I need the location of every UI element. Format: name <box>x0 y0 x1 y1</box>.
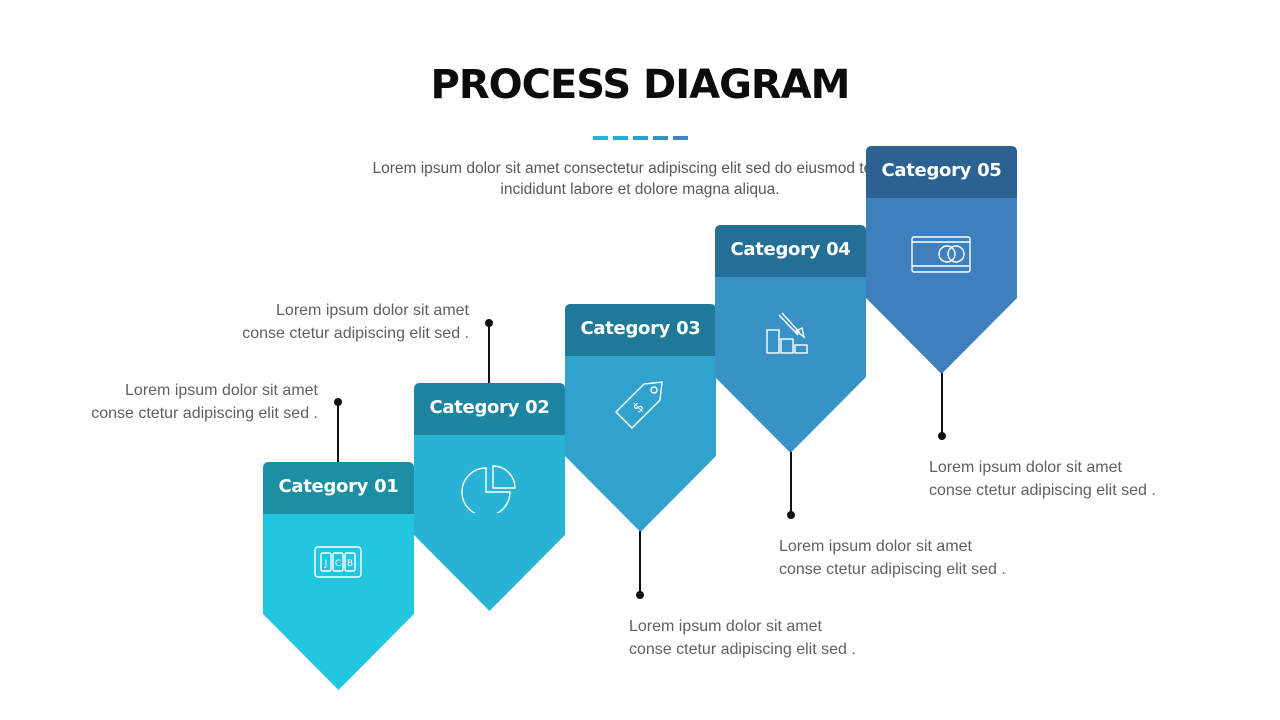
svg-text:C: C <box>335 559 341 569</box>
step-3-desc-line-1: Lorem ipsum dolor sit amet <box>629 618 822 635</box>
connector-dot-4 <box>787 511 795 519</box>
step-2-description: Lorem ipsum dolor sit amet conse ctetur … <box>199 299 469 345</box>
connector-line-3 <box>639 531 641 595</box>
process-step-1: Category 01 J C B <box>263 462 414 690</box>
step-3-label: Category 03 <box>580 318 701 339</box>
step-3-shape <box>565 304 716 532</box>
connector-line-1 <box>337 402 339 462</box>
step-1-description: Lorem ipsum dolor sit amet conse ctetur … <box>48 379 318 425</box>
subtitle-line-2: incididunt labore et dolore magna aliqua… <box>500 181 780 198</box>
connector-line-4 <box>790 452 792 515</box>
pie-chart-icon <box>461 465 516 513</box>
step-3-description: Lorem ipsum dolor sit amet conse ctetur … <box>629 615 856 661</box>
step-2-desc-line-2: conse ctetur adipiscing elit sed . <box>242 325 469 342</box>
process-step-5: Category 05 <box>866 146 1017 374</box>
process-step-4: Category 04 <box>715 225 866 453</box>
step-5-desc-line-1: Lorem ipsum dolor sit amet <box>929 459 1122 476</box>
subtitle: Lorem ipsum dolor sit amet consectetur a… <box>340 158 940 200</box>
step-5-desc-line-2: conse ctetur adipiscing elit sed . <box>929 482 1156 499</box>
step-1-shape <box>263 462 414 690</box>
title-accent-divider <box>593 136 688 140</box>
step-4-description: Lorem ipsum dolor sit amet conse ctetur … <box>779 535 1006 581</box>
svg-text:J: J <box>324 559 328 569</box>
connector-line-2 <box>488 323 490 383</box>
accent-dash <box>613 136 628 140</box>
svg-text:B: B <box>347 559 353 569</box>
process-step-3: Category 03 $ <box>565 304 716 532</box>
step-2-desc-line-1: Lorem ipsum dolor sit amet <box>276 302 469 319</box>
step-4-shape <box>715 225 866 453</box>
step-5-shape <box>866 146 1017 374</box>
page-title: PROCESS DIAGRAM <box>430 62 851 108</box>
connector-dot-5 <box>938 432 946 440</box>
jcb-card-icon: J C B <box>314 546 362 578</box>
step-2-label: Category 02 <box>429 397 550 418</box>
price-tag-icon: $ <box>615 381 663 429</box>
step-3-desc-line-2: conse ctetur adipiscing elit sed . <box>629 641 856 658</box>
connector-dot-1 <box>334 398 342 406</box>
accent-dash <box>653 136 668 140</box>
step-1-desc-line-2: conse ctetur adipiscing elit sed . <box>91 405 318 422</box>
accent-dash <box>633 136 648 140</box>
step-5-description: Lorem ipsum dolor sit amet conse ctetur … <box>929 456 1156 502</box>
step-4-desc-line-2: conse ctetur adipiscing elit sed . <box>779 561 1006 578</box>
process-step-2: Category 02 <box>414 383 565 611</box>
connector-dot-2 <box>485 319 493 327</box>
step-4-desc-line-1: Lorem ipsum dolor sit amet <box>779 538 972 555</box>
step-1-label: Category 01 <box>278 476 399 497</box>
step-4-label: Category 04 <box>730 239 851 260</box>
accent-dash <box>593 136 608 140</box>
connector-dot-3 <box>636 591 644 599</box>
step-1-desc-line-1: Lorem ipsum dolor sit amet <box>125 382 318 399</box>
step-5-label: Category 05 <box>881 160 1002 181</box>
accent-dash <box>673 136 688 140</box>
svg-text:$: $ <box>630 399 648 417</box>
connector-line-5 <box>941 373 943 436</box>
subtitle-line-1: Lorem ipsum dolor sit amet consectetur a… <box>372 160 908 177</box>
credit-card-icon <box>911 236 971 273</box>
step-2-shape <box>414 383 565 611</box>
declining-chart-icon <box>766 312 808 354</box>
